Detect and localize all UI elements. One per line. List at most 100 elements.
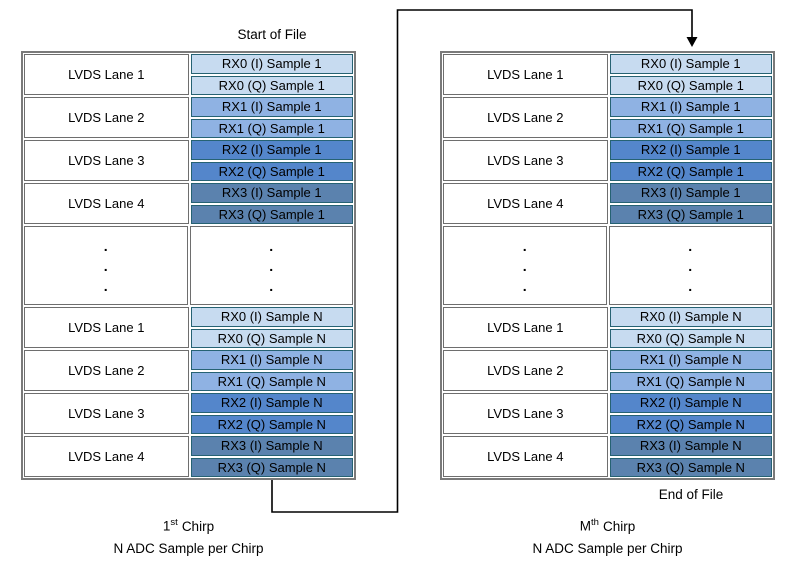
arrowhead-icon — [686, 37, 698, 47]
chirp-ordinal-base: 1 — [162, 518, 171, 534]
chirp-ordinal-rest: Chirp — [181, 518, 215, 534]
rx-sample-cell: RX3 (I) Sample N — [609, 436, 772, 456]
lvds-lane-cell: LVDS Lane 1 — [24, 307, 189, 348]
lvds-lane-cell: LVDS Lane 1 — [443, 307, 608, 348]
rx-sample-cell: RX0 (I) Sample N — [190, 307, 353, 327]
rx-sample-cell: RX0 (Q) Sample 1 — [190, 75, 353, 95]
ellipsis-dots: ... — [608, 226, 772, 305]
lvds-lane-cell: LVDS Lane 1 — [24, 54, 189, 95]
dot: . — [688, 277, 693, 294]
rx-sample-cell: RX2 (Q) Sample 1 — [609, 161, 772, 181]
adc-sample-note: N ADC Sample per Chirp — [532, 540, 683, 556]
rx-sample-cell: RX3 (Q) Sample 1 — [609, 204, 772, 224]
rx-sample-cell: RX0 (Q) Sample N — [609, 328, 772, 348]
rx-sample-cell: RX1 (Q) Sample 1 — [609, 118, 772, 138]
ellipsis-dots: ... — [443, 226, 607, 305]
rx-sample-cell: RX0 (I) Sample 1 — [609, 54, 772, 74]
rx-sample-cell: RX1 (I) Sample 1 — [609, 97, 772, 117]
rx-sample-cell: RX2 (Q) Sample N — [609, 414, 772, 434]
lvds-lane-cell: LVDS Lane 2 — [24, 97, 189, 138]
dot: . — [103, 277, 108, 294]
chirp-ordinal-sup: th — [591, 517, 599, 528]
rx-sample-cell: RX0 (I) Sample N — [609, 307, 772, 327]
lvds-lane-cell: LVDS Lane 4 — [24, 183, 189, 224]
rx-sample-cell: RX3 (Q) Sample N — [190, 457, 353, 477]
chirp-ordinal-sup: st — [170, 517, 178, 528]
adc-sample-note: N ADC Sample per Chirp — [113, 540, 264, 556]
ellipsis-row: ...... — [442, 225, 773, 306]
rx-sample-cell: RX1 (I) Sample 1 — [190, 97, 353, 117]
lvds-lane-cell: LVDS Lane 2 — [443, 350, 608, 391]
rx-sample-cell: RX1 (Q) Sample N — [609, 371, 772, 391]
lvds-lane-cell: LVDS Lane 4 — [24, 436, 189, 477]
lvds-lane-cell: LVDS Lane 4 — [443, 436, 608, 477]
dot: . — [103, 257, 108, 274]
dot: . — [522, 257, 527, 274]
rx-sample-cell: RX2 (I) Sample N — [190, 393, 353, 413]
lvds-lane-cell: LVDS Lane 4 — [443, 183, 608, 224]
rx-sample-cell: RX3 (I) Sample 1 — [190, 183, 353, 203]
rx-sample-cell: RX0 (Q) Sample N — [190, 328, 353, 348]
end-of-file-label: End of File — [658, 487, 724, 502]
dot: . — [522, 277, 527, 294]
dot: . — [269, 237, 274, 254]
rx-sample-cell: RX1 (Q) Sample 1 — [190, 118, 353, 138]
lvds-lane-cell: LVDS Lane 3 — [24, 393, 189, 434]
dot: . — [688, 237, 693, 254]
rx-sample-cell: RX2 (Q) Sample N — [190, 414, 353, 434]
lvds-lane-cell: LVDS Lane 3 — [443, 393, 608, 434]
chirp-ordinal-base: M — [579, 518, 592, 534]
ellipsis-row: ...... — [23, 225, 354, 306]
rx-sample-cell: RX0 (I) Sample 1 — [190, 54, 353, 74]
rx-sample-cell: RX1 (I) Sample N — [190, 350, 353, 370]
chirp-ordinal-rest: Chirp — [602, 518, 636, 534]
dot: . — [269, 257, 274, 274]
rx-sample-cell: RX1 (Q) Sample N — [190, 371, 353, 391]
rx-sample-cell: RX2 (Q) Sample 1 — [190, 161, 353, 181]
rx-sample-cell: RX2 (I) Sample N — [609, 393, 772, 413]
rx-sample-cell: RX0 (Q) Sample 1 — [609, 75, 772, 95]
dot: . — [688, 257, 693, 274]
start-of-file-label: Start of File — [237, 27, 307, 42]
lvds-lane-cell: LVDS Lane 2 — [443, 97, 608, 138]
dot: . — [269, 277, 274, 294]
rx-sample-cell: RX3 (Q) Sample N — [609, 457, 772, 477]
lvds-lane-cell: LVDS Lane 3 — [24, 140, 189, 181]
rx-sample-cell: RX2 (I) Sample 1 — [190, 140, 353, 160]
